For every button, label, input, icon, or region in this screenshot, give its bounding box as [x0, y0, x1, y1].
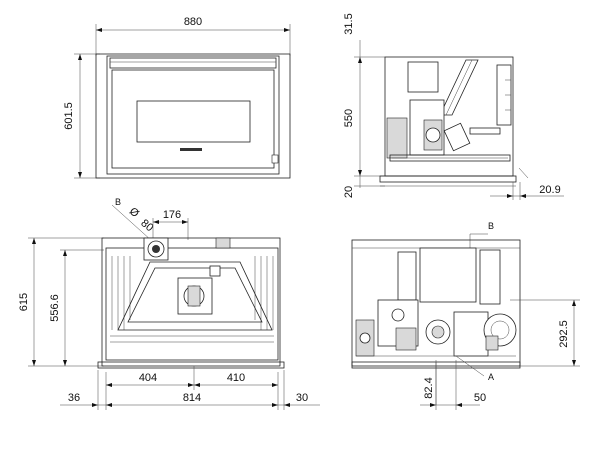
dim-back-left-margin: 36	[68, 392, 80, 404]
side-view: 31.5 550 20 20.9	[343, 13, 564, 200]
dim-back-total-height: 615	[18, 293, 30, 311]
dim-side-body: 550	[343, 109, 355, 127]
label-back-B: B	[115, 197, 121, 207]
dim-back-right-half: 410	[227, 372, 245, 384]
front-outer-frame	[95, 53, 291, 179]
label-section-B: B	[488, 221, 494, 231]
section-view: B 292.5 A	[351, 221, 580, 410]
dim-section-offset-b: 50	[474, 392, 486, 404]
front-view: 880 601.5	[63, 16, 291, 179]
dim-side-bottom: 20	[343, 186, 355, 198]
back-view: B Ø 80 176 615 556.6	[18, 197, 320, 410]
label-section-A: A	[488, 372, 494, 382]
front-glass-window	[136, 100, 251, 143]
dim-side-top: 31.5	[343, 13, 355, 34]
back-housing	[101, 237, 281, 367]
dim-section-offset-a: 82.4	[423, 377, 435, 398]
dim-back-inner-height: 556.6	[49, 294, 61, 322]
dim-section-height: 292.5	[558, 320, 570, 348]
dim-back-flue-offset: 176	[163, 209, 181, 221]
dim-back-left-half: 404	[139, 372, 157, 384]
dim-back-total-width: 814	[183, 392, 201, 404]
dim-front-height: 601.5	[63, 102, 75, 130]
label-diameter-symbol: Ø	[127, 205, 142, 220]
dim-front-width: 880	[184, 16, 202, 28]
dim-back-right-margin: 30	[296, 392, 308, 404]
burner-box	[453, 311, 489, 357]
dim-side-offset: 20.9	[539, 184, 560, 196]
